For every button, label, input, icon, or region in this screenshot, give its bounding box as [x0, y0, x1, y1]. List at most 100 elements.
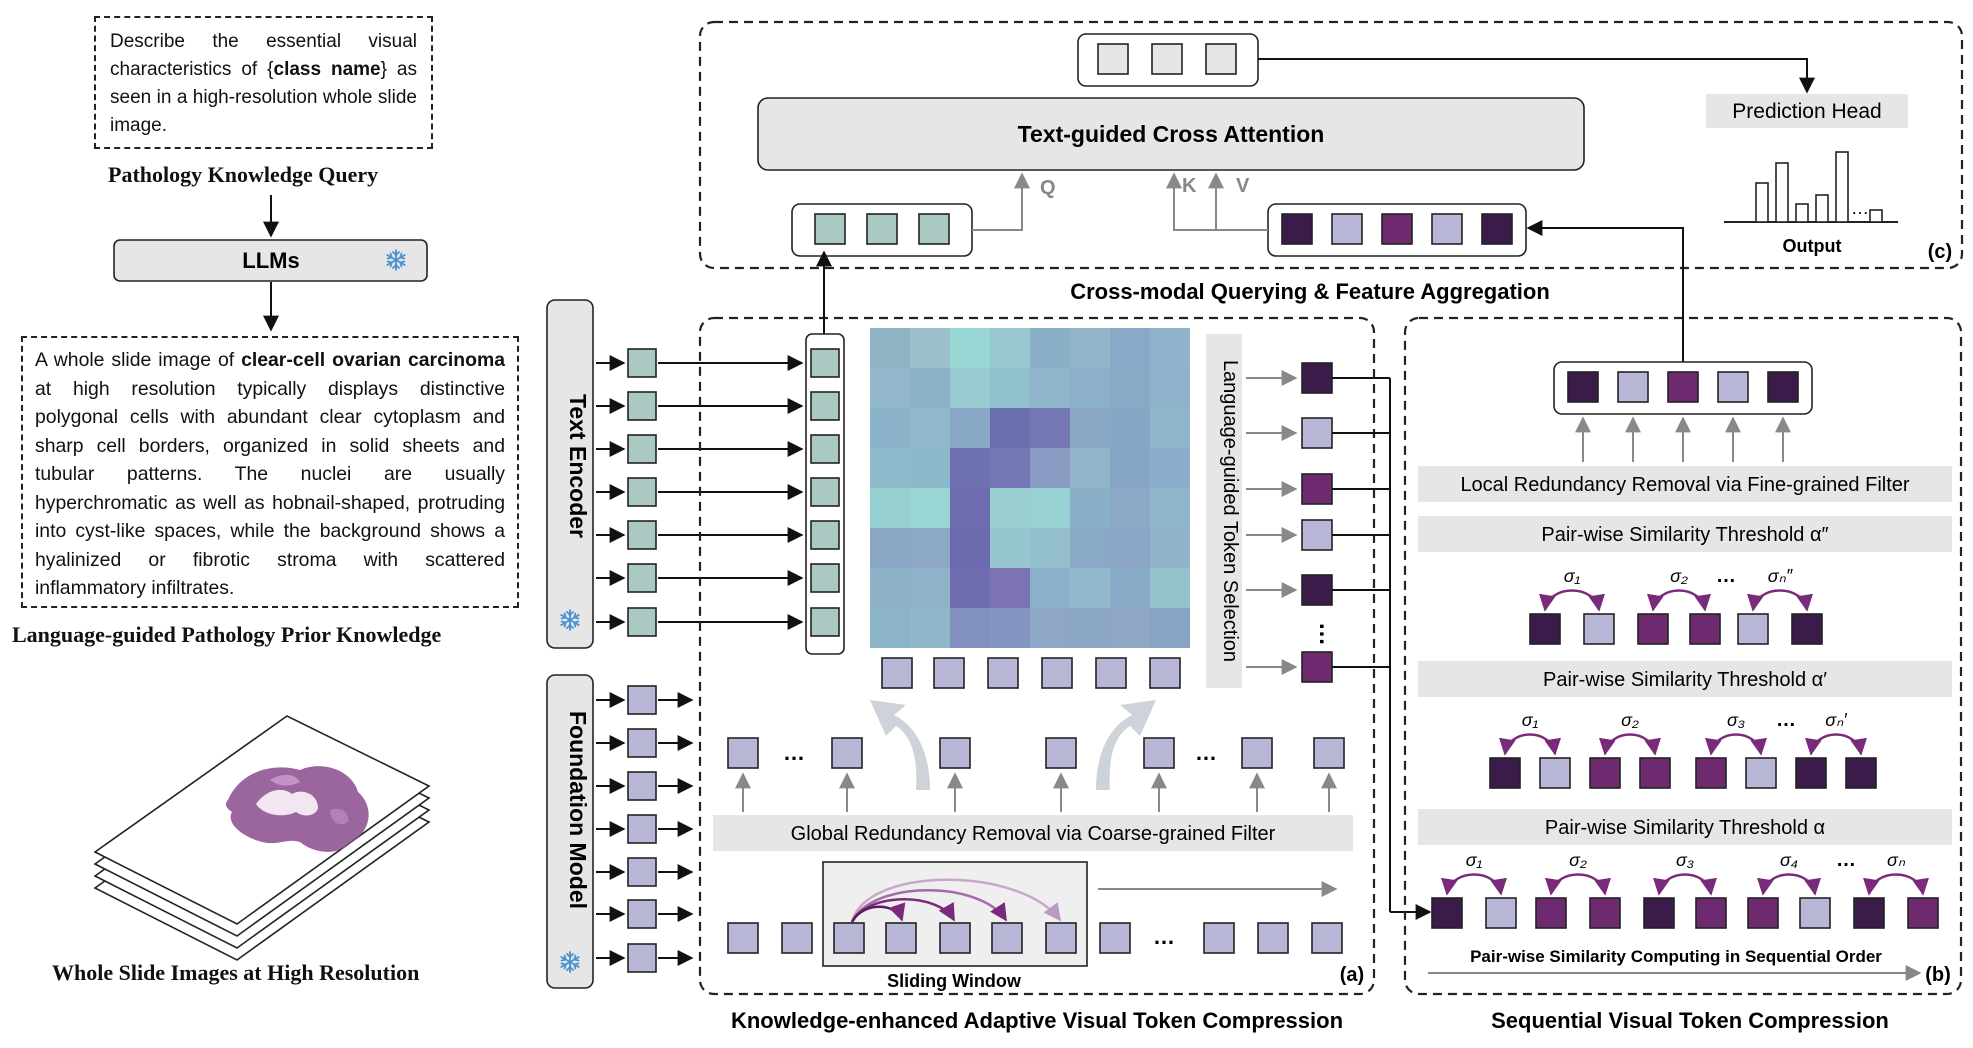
compressed-token [1617, 371, 1649, 403]
similarity-arc [1653, 873, 1717, 896]
heatmap-cell [870, 368, 910, 408]
similarity-arc [1757, 873, 1821, 896]
panel-a-tag: (a) [1340, 964, 1364, 986]
threshold-1-label: Pair-wise Similarity Threshold α′ [1543, 669, 1827, 691]
ellipsis: … [1153, 924, 1175, 949]
foundation-model-box [546, 674, 594, 989]
panel-b-caption: Sequential Visual Token Compression [1491, 1008, 1889, 1033]
visual-token [1041, 657, 1073, 689]
text-token [866, 213, 898, 245]
pair-token [1845, 757, 1877, 789]
global-filter-box [713, 815, 1353, 851]
output-token [1151, 43, 1183, 75]
similarity-arc [1441, 873, 1507, 896]
upward-flow-arrows [870, 700, 1156, 790]
wsi-caption: Whole Slide Images at High Resolution [52, 960, 420, 985]
text-token [627, 477, 657, 507]
heatmap-cell [1150, 368, 1190, 408]
cross-attention-box [757, 97, 1585, 171]
heatmap-cell [1030, 568, 1070, 608]
heatmap-cell [1030, 408, 1070, 448]
selected-token [1301, 473, 1333, 505]
similarity-arc [1647, 589, 1711, 612]
arrow-q [972, 172, 1030, 231]
visual-token [1095, 657, 1127, 689]
selected-tokens [1246, 362, 1390, 683]
heatmap-cell [1110, 488, 1150, 528]
pair-token [1745, 757, 1777, 789]
token-selection-label: Language-guided Token Selection [1219, 360, 1241, 662]
heatmap-cell [1110, 528, 1150, 568]
heatmap-cell [910, 328, 950, 368]
coarse-filtered-tokens: …… [727, 737, 1345, 812]
sigma-label: σ₄ [1780, 850, 1798, 870]
heatmap-cell [950, 528, 990, 568]
heatmap-cell [1070, 408, 1110, 448]
knowledge-prefix: A whole slide image of [35, 349, 242, 371]
v-label: V [1236, 175, 1250, 197]
sequential-label: Pair-wise Similarity Computing in Sequen… [1470, 947, 1882, 966]
visual-token [781, 922, 813, 954]
threshold-1-box [1418, 661, 1952, 697]
selected-token [1301, 519, 1333, 551]
heatmap-cell [1150, 528, 1190, 568]
selected-token [1301, 651, 1333, 683]
pair-token [1853, 897, 1885, 929]
panel-b-tag: (b) [1925, 964, 1951, 986]
pair-token [1639, 757, 1671, 789]
heatmap-cell [990, 608, 1030, 648]
panel-c-tag: (c) [1928, 241, 1952, 263]
visual-token [881, 657, 913, 689]
visual-token [833, 922, 865, 954]
text-encoder-box [546, 299, 594, 649]
visual-token [627, 857, 657, 887]
visual-token-light [1331, 213, 1363, 245]
text-token [627, 348, 657, 378]
visual-token [1241, 737, 1273, 769]
knowledge-caption: Language-guided Pathology Prior Knowledg… [12, 622, 442, 647]
visual-token [1099, 922, 1131, 954]
similarity-arc [1545, 873, 1611, 896]
heatmap-cell [1150, 328, 1190, 368]
panel-a-border [698, 316, 1376, 996]
global-filter-label: Global Redundancy Removal via Coarse-gra… [791, 823, 1276, 845]
visual-token [627, 943, 657, 973]
text-encoder-label: Text Encoder [565, 394, 591, 538]
heatmap-cell [1030, 488, 1070, 528]
pair-token [1489, 757, 1521, 789]
heatmap-cell [1150, 568, 1190, 608]
query-prompt-after: } as seen in a high-resolution whole sli… [110, 59, 417, 136]
sigma-label: σ₁ [1564, 566, 1581, 586]
text-token [814, 213, 846, 245]
heatmap-cell [910, 488, 950, 528]
panel-c-caption: Cross-modal Querying & Feature Aggregati… [1070, 279, 1550, 304]
visual-token [627, 728, 657, 758]
text-token [810, 348, 840, 378]
heatmap-cell [1150, 608, 1190, 648]
selected-token [1301, 574, 1333, 606]
visual-token [939, 737, 971, 769]
heatmap-cell [870, 568, 910, 608]
pair-token [1643, 897, 1675, 929]
heatmap-cell [990, 568, 1030, 608]
heatmap-cell [1110, 408, 1150, 448]
local-filter-label: Local Redundancy Removal via Fine-graine… [1460, 474, 1909, 496]
knowledge-text-box: A whole slide image of clear-cell ovaria… [21, 336, 519, 608]
pair-token [1589, 897, 1621, 929]
text-token [810, 391, 840, 421]
all-visual-tokens-row: … [727, 922, 1343, 954]
threshold-0-box [1418, 809, 1952, 845]
heatmap-cell [1110, 368, 1150, 408]
pair-token [1485, 897, 1517, 929]
text-token [810, 434, 840, 464]
heatmap-cell [950, 368, 990, 408]
sliding-window-label: Sliding Window [887, 971, 1022, 991]
similarity-arc [1499, 733, 1561, 756]
compressed-token [1767, 371, 1799, 403]
pair-token [1791, 613, 1823, 645]
text-token [810, 563, 840, 593]
pair-token [1799, 897, 1831, 929]
